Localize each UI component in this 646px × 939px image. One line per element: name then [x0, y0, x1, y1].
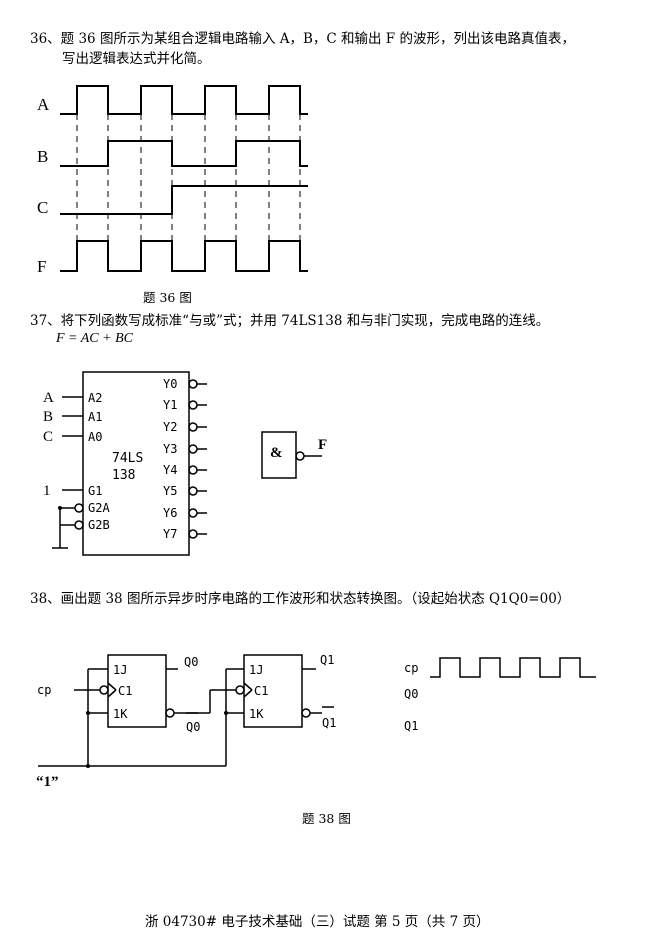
chip-name-1: 74LS — [112, 451, 143, 466]
pin-A2: A2 — [88, 391, 102, 405]
q36-caption: 题 36 图 — [143, 290, 192, 305]
ff1-q: Q1 — [320, 653, 334, 667]
ff0-c: C1 — [118, 684, 132, 698]
pin-Y6: Y6 — [163, 506, 177, 520]
ff1-j: 1J — [249, 663, 263, 677]
ff0-k: 1K — [113, 707, 128, 721]
q37-formula: F = AC + BC — [56, 331, 133, 346]
q36-line2: 写出逻辑表达式并化简。 — [62, 51, 211, 67]
cp-input-label: cp — [37, 683, 51, 697]
wave-label-Q0: Q0 — [404, 687, 418, 701]
q37-line1: 37、将下列函数写成标准“与或”式；并用 74LS138 和与非门实现，完成电路… — [30, 313, 550, 329]
q38-line1: 38、画出题 38 图所示异步时序电路的工作波形和状态转换图。（设起始状态 Q1… — [30, 591, 571, 607]
pin-Y3: Y3 — [163, 442, 177, 456]
page-footer: 浙 04730# 电子技术基础（三）试题 第 5 页（共 7 页） — [145, 914, 490, 930]
q36-line1: 36、题 36 图所示为某组合逻辑电路输入 A，B，C 和输出 F 的波形，列出… — [30, 31, 575, 47]
q38-caption: 题 38 图 — [302, 811, 351, 826]
input-A: A — [43, 390, 54, 406]
input-C: C — [43, 429, 53, 445]
gate-symbol: & — [270, 445, 283, 461]
dashed-guides — [76, 114, 301, 272]
pin-G2A: G2A — [88, 501, 110, 515]
input-1: 1 — [43, 483, 51, 499]
pin-Y2: Y2 — [163, 420, 177, 434]
wave-label-Q1: Q1 — [404, 719, 418, 733]
wave-B — [60, 140, 308, 167]
ff0-qbar: Q0 — [186, 720, 200, 734]
ff1-c: C1 — [254, 684, 268, 698]
chip-name-2: 138 — [112, 468, 135, 483]
pin-Y4: Y4 — [163, 463, 177, 477]
one-label: “1” — [36, 774, 59, 790]
label-A: A — [37, 95, 50, 114]
pin-A1: A1 — [88, 410, 102, 424]
ff1-k: 1K — [249, 707, 264, 721]
pin-G1: G1 — [88, 484, 102, 498]
pin-Y1: Y1 — [163, 398, 177, 412]
ff0-j: 1J — [113, 663, 127, 677]
input-B: B — [43, 409, 53, 425]
ff1-qbar: Q1 — [322, 716, 336, 730]
label-F: F — [37, 257, 46, 276]
pin-G2B: G2B — [88, 518, 110, 532]
cp-waveform — [430, 657, 596, 678]
decoder-chip — [82, 371, 190, 556]
label-B: B — [37, 147, 48, 166]
pin-Y0: Y0 — [163, 377, 177, 391]
pin-A0: A0 — [88, 430, 102, 444]
wave-F — [60, 240, 308, 272]
wave-label-cp: cp — [404, 661, 418, 675]
pin-Y7: Y7 — [163, 527, 177, 541]
wave-C — [60, 185, 308, 215]
ff0-q: Q0 — [184, 655, 198, 669]
gate-output-F: F — [318, 437, 327, 453]
wave-A — [60, 85, 308, 115]
label-C: C — [37, 198, 48, 217]
pin-Y5: Y5 — [163, 484, 177, 498]
